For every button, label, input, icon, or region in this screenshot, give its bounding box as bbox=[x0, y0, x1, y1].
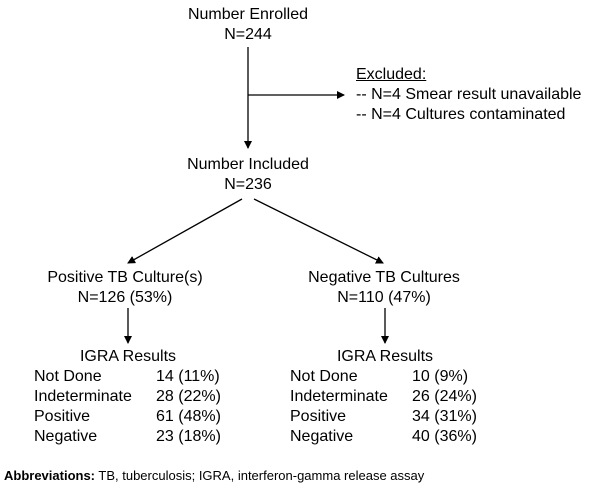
igra-value: 61 (48%) bbox=[156, 408, 221, 425]
enrolled-count: N=244 bbox=[224, 26, 272, 43]
excluded-title: Excluded: bbox=[356, 66, 427, 83]
igra-value: 10 (9%) bbox=[412, 368, 469, 385]
igra-category: Not Done bbox=[290, 368, 358, 385]
table-row: Indeterminate 28 (22%) bbox=[34, 387, 221, 407]
positive-culture-count: N=126 (53%) bbox=[77, 289, 173, 306]
table-row: Negative 40 (36%) bbox=[290, 427, 477, 447]
included-label: Number Included bbox=[187, 156, 309, 173]
abbreviations-text: TB, tuberculosis; IGRA, interferon-gamma… bbox=[95, 468, 425, 483]
igra-value: 34 (31%) bbox=[412, 408, 477, 425]
excluded-item: -- N=4 Smear result unavailable bbox=[356, 86, 582, 103]
igra-category: Negative bbox=[290, 428, 354, 445]
table-row: Positive 34 (31%) bbox=[290, 407, 477, 427]
table-row: Positive 61 (48%) bbox=[34, 407, 221, 427]
arrow-included-to-negative bbox=[253, 198, 384, 264]
igra-category: Positive bbox=[34, 408, 91, 425]
enrolled-label: Number Enrolled bbox=[187, 6, 309, 23]
table-row: Negative 23 (18%) bbox=[34, 427, 221, 447]
excluded-item: -- N=4 Cultures contaminated bbox=[356, 106, 566, 123]
negative-culture-count: N=110 (47%) bbox=[337, 289, 431, 306]
igra-category: Indeterminate bbox=[34, 388, 132, 405]
included-count: N=236 bbox=[224, 176, 272, 193]
igra-value: 26 (24%) bbox=[412, 388, 477, 405]
igra-value: 40 (36%) bbox=[412, 428, 477, 445]
igra-value: 23 (18%) bbox=[156, 428, 221, 445]
table-row: Not Done 14 (11%) bbox=[34, 367, 221, 387]
negative-igra-table: Not Done 10 (9%) Indeterminate 26 (24%) … bbox=[290, 367, 477, 447]
abbreviations-label: Abbreviations: bbox=[4, 468, 96, 483]
table-row: Indeterminate 26 (24%) bbox=[290, 387, 477, 407]
positive-igra-title: IGRA Results bbox=[79, 348, 177, 365]
positive-igra-table: Not Done 14 (11%) Indeterminate 28 (22%)… bbox=[34, 367, 221, 447]
igra-category: Negative bbox=[34, 428, 98, 445]
positive-culture-label: Positive TB Culture(s) bbox=[47, 269, 203, 286]
arrow-included-to-positive bbox=[127, 198, 243, 264]
igra-value: 28 (22%) bbox=[156, 388, 221, 405]
igra-value: 14 (11%) bbox=[156, 368, 220, 385]
igra-category: Positive bbox=[290, 408, 347, 425]
igra-category: Indeterminate bbox=[290, 388, 388, 405]
negative-culture-label: Negative TB Cultures bbox=[308, 269, 460, 286]
abbreviations-note: Abbreviations: TB, tuberculosis; IGRA, i… bbox=[4, 468, 424, 484]
negative-igra-title: IGRA Results bbox=[336, 348, 434, 365]
igra-category: Not Done bbox=[34, 368, 102, 385]
table-row: Not Done 10 (9%) bbox=[290, 367, 477, 387]
